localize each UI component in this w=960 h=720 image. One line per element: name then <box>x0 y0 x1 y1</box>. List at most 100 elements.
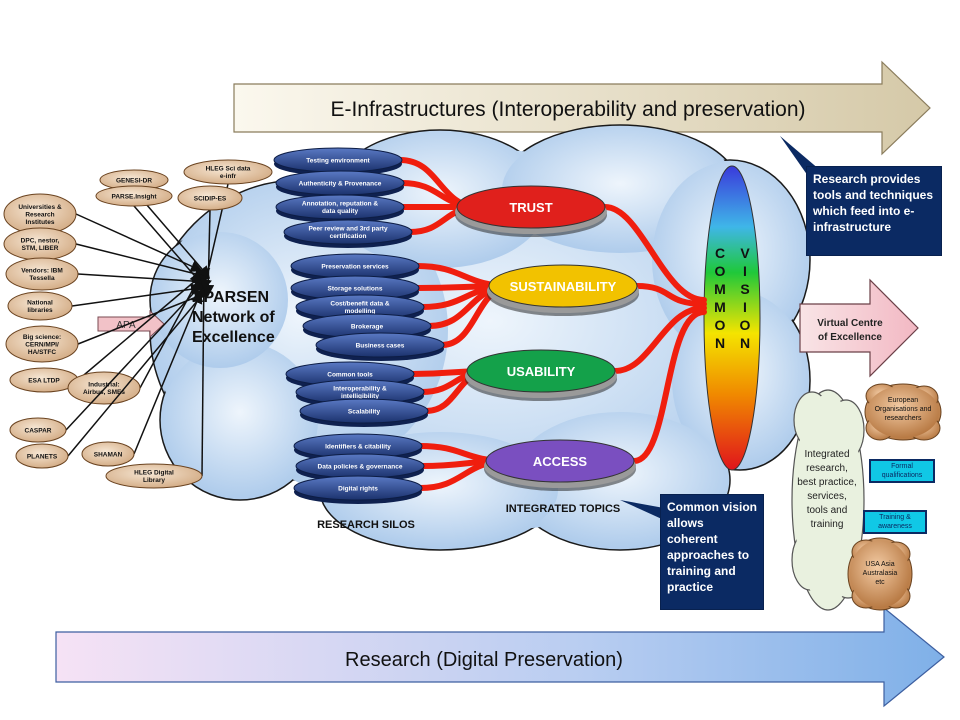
callout-pointer-bottom <box>620 500 664 520</box>
silo-label: Brokerage <box>351 323 384 330</box>
usa-label: USA Asia Australasia etc <box>862 561 898 586</box>
silo-label: Preservation services <box>321 263 389 270</box>
stakeholder-label: Industrial:Airbus, SMEs <box>83 382 125 396</box>
stakeholder-oval: Big science:CERN/MPI/HA/STFC <box>5 291 207 363</box>
silo-disc: Testing environment <box>273 147 403 176</box>
stakeholder-oval: Industrial:Airbus, SMEs <box>67 273 202 405</box>
stakeholder-label: DPC, nestor,STM, LIBER <box>21 238 60 252</box>
stakeholder-oval: ESA LTDP <box>9 268 211 393</box>
integrated-research-text: Integrated research, best practice, serv… <box>797 449 857 530</box>
integrated-topics: TRUST SUSTAINABILITY USABILITY ACCESS <box>455 185 639 491</box>
stakeholder-label: SCIDIP-ES <box>194 195 227 202</box>
silo-label: Data policies & governance <box>318 463 403 470</box>
silo-disc: Business cases <box>315 332 445 361</box>
virtual-centre-label-2: of Excellence <box>818 332 882 343</box>
vision-letter: M <box>714 299 726 315</box>
integrated-topics-label: INTEGRATED TOPICS <box>506 503 621 515</box>
topic-label: SUSTAINABILITY <box>510 279 617 294</box>
training-awareness-box <box>863 510 927 534</box>
stakeholder-label: GENESI-DR <box>116 177 152 184</box>
top-arrow: E-Infrastructures (Interoperability and … <box>233 60 931 156</box>
topic-disc-access: ACCESS <box>484 439 636 491</box>
formal-qualifications-box <box>869 459 935 483</box>
silo-disc: Data policies & governance <box>295 453 425 482</box>
stakeholder-label: PLANETS <box>27 453 58 460</box>
vision-letter: I <box>743 263 747 279</box>
vision-letter: O <box>715 317 726 333</box>
silo-label: Storage solutions <box>328 285 383 292</box>
stakeholder-oval: PLANETS <box>15 285 210 469</box>
aparsen-title: APARSEN Network of Excellence <box>192 289 275 346</box>
silo-disc: Preservation services <box>290 253 420 282</box>
silo-label: Testing environment <box>306 157 370 164</box>
silo-label: Annotation, reputation &data quality <box>302 201 378 215</box>
stakeholder-label: Big science:CERN/MPI/HA/STFC <box>23 334 61 356</box>
vision-letter: O <box>715 263 726 279</box>
stakeholder-label: CASPAR <box>25 427 52 434</box>
silo-label: Business cases <box>356 342 405 349</box>
vision-letter: N <box>740 335 750 351</box>
silo-label: Common tools <box>327 371 373 378</box>
topic-disc-usability: USABILITY <box>465 349 617 401</box>
integrated-research-cloud-core <box>794 394 862 606</box>
european-label: European Organisations and researchers <box>874 397 932 422</box>
bottom-arrow-label: Research (Digital Preservation) <box>345 649 623 671</box>
silo-label: Digital rights <box>338 485 378 492</box>
topic-label: USABILITY <box>507 364 576 379</box>
stakeholder-label: ESA LTDP <box>28 377 60 384</box>
topic-disc-sustainability: SUSTAINABILITY <box>487 264 639 316</box>
topic-connector <box>602 204 707 303</box>
silo-disc: Digital rights <box>293 475 423 504</box>
research-tools-callout: Research provides tools and techniques w… <box>806 166 942 256</box>
stakeholder-label: PARSE.Insight <box>111 193 157 200</box>
stakeholder-oval: SCIDIP-ES <box>177 185 243 297</box>
research-silos-label: RESEARCH SILOS <box>317 519 415 531</box>
european-cloud-core <box>867 386 939 438</box>
silo-disc: Scalability <box>299 398 429 427</box>
vision-letter: I <box>743 299 747 315</box>
top-arrow-label: E-Infrastructures (Interoperability and … <box>330 98 805 121</box>
topic-disc-trust: TRUST <box>455 185 607 237</box>
silo-label: Scalability <box>348 408 381 415</box>
vision-letter: V <box>740 245 750 261</box>
topic-label: TRUST <box>509 200 552 215</box>
silo-label: Cost/benefit data &modelling <box>330 301 390 315</box>
stakeholder-oval: PARSE.Insight <box>95 185 202 285</box>
topic-connector <box>612 305 707 374</box>
topic-label: ACCESS <box>533 454 588 469</box>
stakeholder-oval: SHAMAN <box>81 291 203 467</box>
virtual-centre-arrow: Virtual Centre of Excellence <box>799 278 919 378</box>
silo-label: Identifiers & citability <box>325 443 391 450</box>
common-vision-callout: Common vision allows coherent approaches… <box>660 494 764 610</box>
vision-letter: C <box>715 245 725 261</box>
vision-letter: M <box>714 281 726 297</box>
silo-disc: Annotation, reputation &data quality <box>275 194 405 223</box>
vision-letter: N <box>715 335 725 351</box>
topic-connector <box>631 309 707 464</box>
stakeholder-oval: CASPAR <box>9 279 207 443</box>
training-label: Training & awareness <box>878 514 912 530</box>
bottom-arrow: Research (Digital Preservation) <box>55 606 945 708</box>
virtual-centre-label: Virtual Centre <box>817 318 883 329</box>
vision-letter: S <box>740 281 749 297</box>
silo-label: Authenticity & Provenance <box>299 180 382 187</box>
topic-connector <box>634 283 707 307</box>
stakeholder-oval: DPC, nestor,STM, LIBER <box>3 227 207 280</box>
vision-letter: O <box>740 317 751 333</box>
usa-cloud-core <box>850 540 910 608</box>
silo-label: Interoperability &intelligibility <box>333 386 387 400</box>
